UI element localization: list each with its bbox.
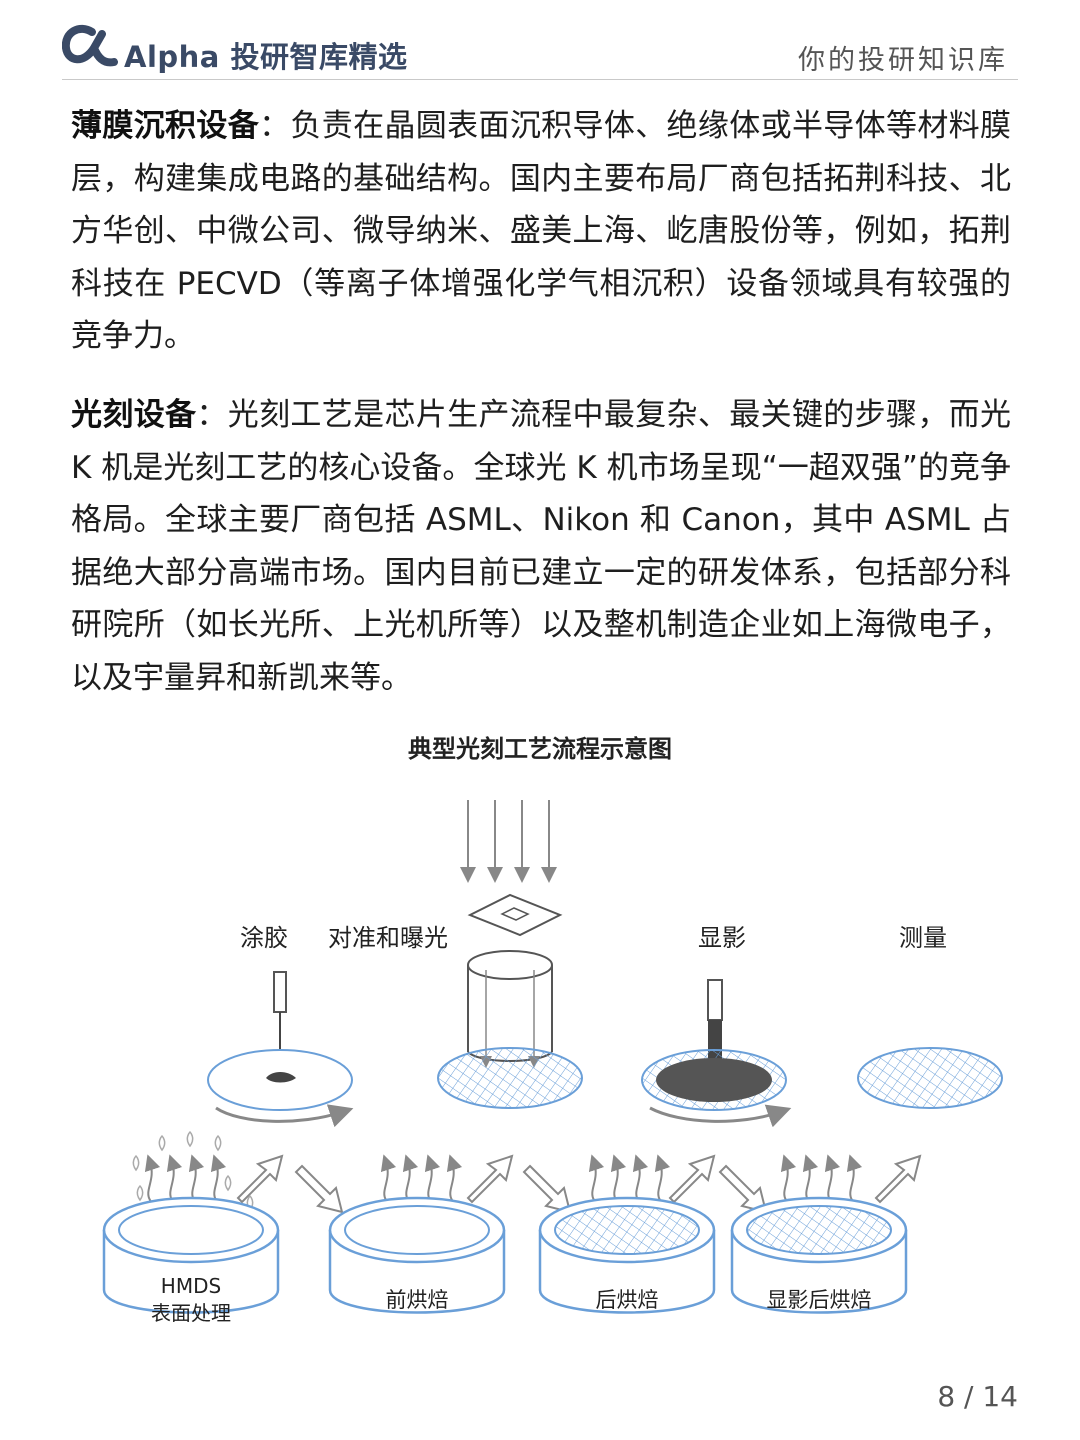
paragraph-heading: 光刻设备 [71,397,197,433]
header-divider [62,79,1018,80]
vapor-droplets [132,1130,254,1212]
label-coating: 涂胶 [240,924,288,952]
photomask-icon [467,893,563,937]
pre-bake-plate: 前烘焙 [328,1196,506,1314]
paragraph-thin-film: 薄膜沉积设备：负责在晶圆表面沉积导体、绝缘体或半导体等材料膜层，构建集成电路的基… [71,100,1011,363]
figure-title: 典型光刻工艺流程示意图 [408,735,672,763]
label-measure: 测量 [899,924,947,952]
measure-wafer [857,1047,1003,1109]
label-develop-bake: 显影后烘焙 [767,1288,872,1312]
label-align-expose: 对准和曝光 [328,924,448,952]
paragraph-body: ：光刻工艺是芯片生产流程中最复杂、最关键的步骤，而光 K 机是光刻工艺的核心设备… [71,397,1012,696]
page-number: 8 / 14 [937,1380,1018,1413]
label-hmds-line1: HMDS [161,1274,221,1298]
post-bake-plate: 后烘焙 [538,1196,716,1314]
label-post-bake: 后烘焙 [596,1288,659,1312]
paragraph-body: ：负责在晶圆表面沉积导体、绝缘体或半导体等材料膜层，构建集成电路的基础结构。国内… [71,108,1012,354]
page-header: Alpha 投研智库精选 你的投研知识库 [62,18,1018,78]
label-develop: 显影 [698,924,746,952]
exposure-light-arrows [460,800,557,883]
develop-wafer [641,979,792,1128]
alpha-logo-icon [62,24,118,67]
label-pre-bake: 前烘焙 [386,1288,449,1312]
paragraph-lithography: 光刻设备：光刻工艺是芯片生产流程中最复杂、最关键的步骤，而光 K 机是光刻工艺的… [71,389,1011,704]
paragraph-heading: 薄膜沉积设备 [71,108,260,144]
develop-bake-plate: 显影后烘焙 [730,1196,908,1314]
transfer-arrows [236,1154,922,1214]
exposure-wafer [437,950,583,1109]
label-hmds-line2: 表面处理 [151,1301,231,1325]
header-tagline: 你的投研知识库 [798,45,1008,76]
coating-wafer [207,971,354,1128]
hmds-plate: HMDS 表面处理 [102,1196,280,1325]
lithography-process-diagram: 涂胶 对准和曝光 显影 测量 [102,800,1003,1325]
brand-title: Alpha 投研智库精选 [124,40,408,74]
